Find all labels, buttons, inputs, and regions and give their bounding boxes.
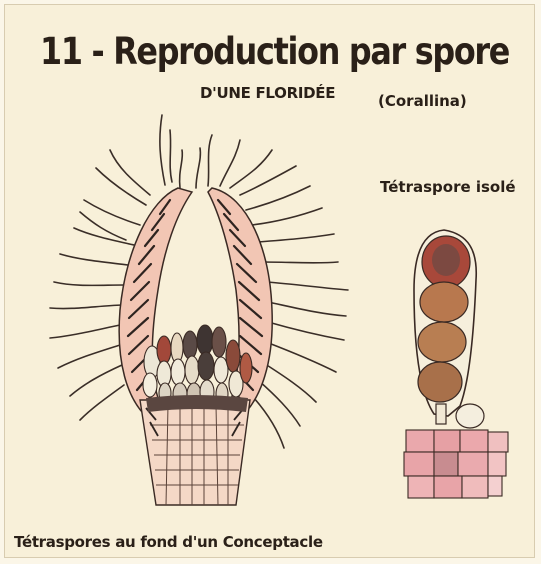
host-tissue xyxy=(404,430,508,498)
stem-tissue xyxy=(140,400,250,505)
tetraspores-cluster xyxy=(143,325,252,412)
isolated-tetraspore xyxy=(414,230,484,428)
